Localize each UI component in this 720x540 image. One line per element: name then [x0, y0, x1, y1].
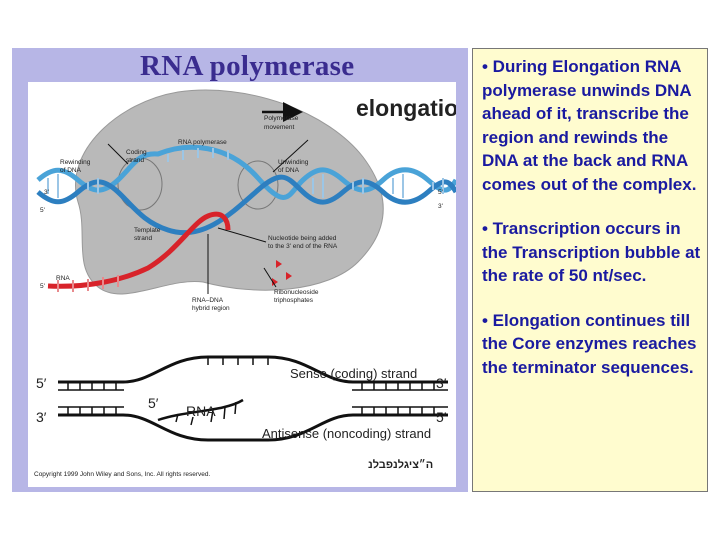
template-strand-label: Template strand	[134, 227, 162, 242]
five-prime-mid-label: 5'	[40, 207, 45, 214]
rna-five-prime-label: 5'	[40, 283, 45, 290]
nucleotide-pointer	[217, 227, 267, 243]
ribonucleoside-label: Ribonucleoside triphosphates	[274, 289, 320, 304]
rna-polymerase-label: RNA polymerase	[178, 139, 227, 146]
ribonucleoside-icons	[272, 260, 292, 286]
three-prime-top-label: 5'	[438, 189, 443, 196]
three-prime-mid-label: 3'	[438, 203, 443, 210]
ribonucleoside-pointer	[263, 267, 277, 288]
rna-strand	[47, 211, 231, 289]
dna-strand-top	[36, 144, 459, 200]
elongation-label: elongation	[356, 95, 456, 121]
rna-label: RNA	[56, 275, 70, 282]
text-panel: • During Elongation RNA polymerase unwin…	[472, 48, 708, 492]
diagram-figure: elongation Polymerase movement RNA polym…	[28, 82, 472, 487]
antisense-strand-label: Antisense (noncoding) strand	[262, 426, 431, 441]
unwinding-circle	[237, 160, 279, 210]
bubble-ticks	[67, 357, 435, 426]
base-pairs	[47, 148, 444, 198]
rewinding-label: Rewinding of DNA	[60, 159, 92, 174]
slide-heading: RNA polymerase	[140, 50, 355, 82]
bullet-termination: • Elongation continues till the Core enz…	[482, 310, 697, 377]
elongation-diagram: elongation Polymerase movement RNA polym…	[34, 89, 472, 478]
nucleotide-label: Nucleotide being added to the 3' end of …	[268, 235, 338, 250]
coding-strand-label: Coding strand	[126, 149, 148, 164]
rna-rungs	[57, 275, 119, 292]
polymerase-movement-label: Polymerase movement	[264, 115, 300, 131]
bubble-rna-ticks	[210, 401, 237, 423]
hybrid-label: RNA–DNA hybrid region	[192, 297, 230, 312]
bubble-right-top-label: 3′	[436, 375, 447, 391]
unwinding-pointer	[272, 139, 309, 173]
bubble-rna-five-label: 5′	[148, 395, 159, 411]
bubble-rna-label: RNA	[186, 403, 216, 419]
dna-strand-bottom	[36, 174, 459, 236]
five-prime-top-label: 3'	[44, 189, 49, 196]
bubble-left-bottom-label: 3′	[36, 409, 47, 425]
unwinding-label: Unwinding of DNA	[278, 159, 310, 174]
bubble-right-bottom-label: 5′	[436, 409, 447, 425]
bullet-transcription-rate: • Transcription occurs in the Transcript…	[482, 219, 701, 285]
copyright-text: Copyright 1999 John Wiley and Sons, Inc.…	[34, 471, 211, 478]
sense-strand-label: Sense (coding) strand	[290, 366, 417, 381]
rna-polymerase-enzyme	[75, 89, 384, 295]
bubble-left-top-label: 5′	[36, 375, 47, 391]
signature-mark: ה״ציגלנפבלנ	[368, 458, 433, 471]
bullet-elongation: • During Elongation RNA polymerase unwin…	[482, 57, 697, 194]
rewinding-pointer	[107, 143, 129, 165]
